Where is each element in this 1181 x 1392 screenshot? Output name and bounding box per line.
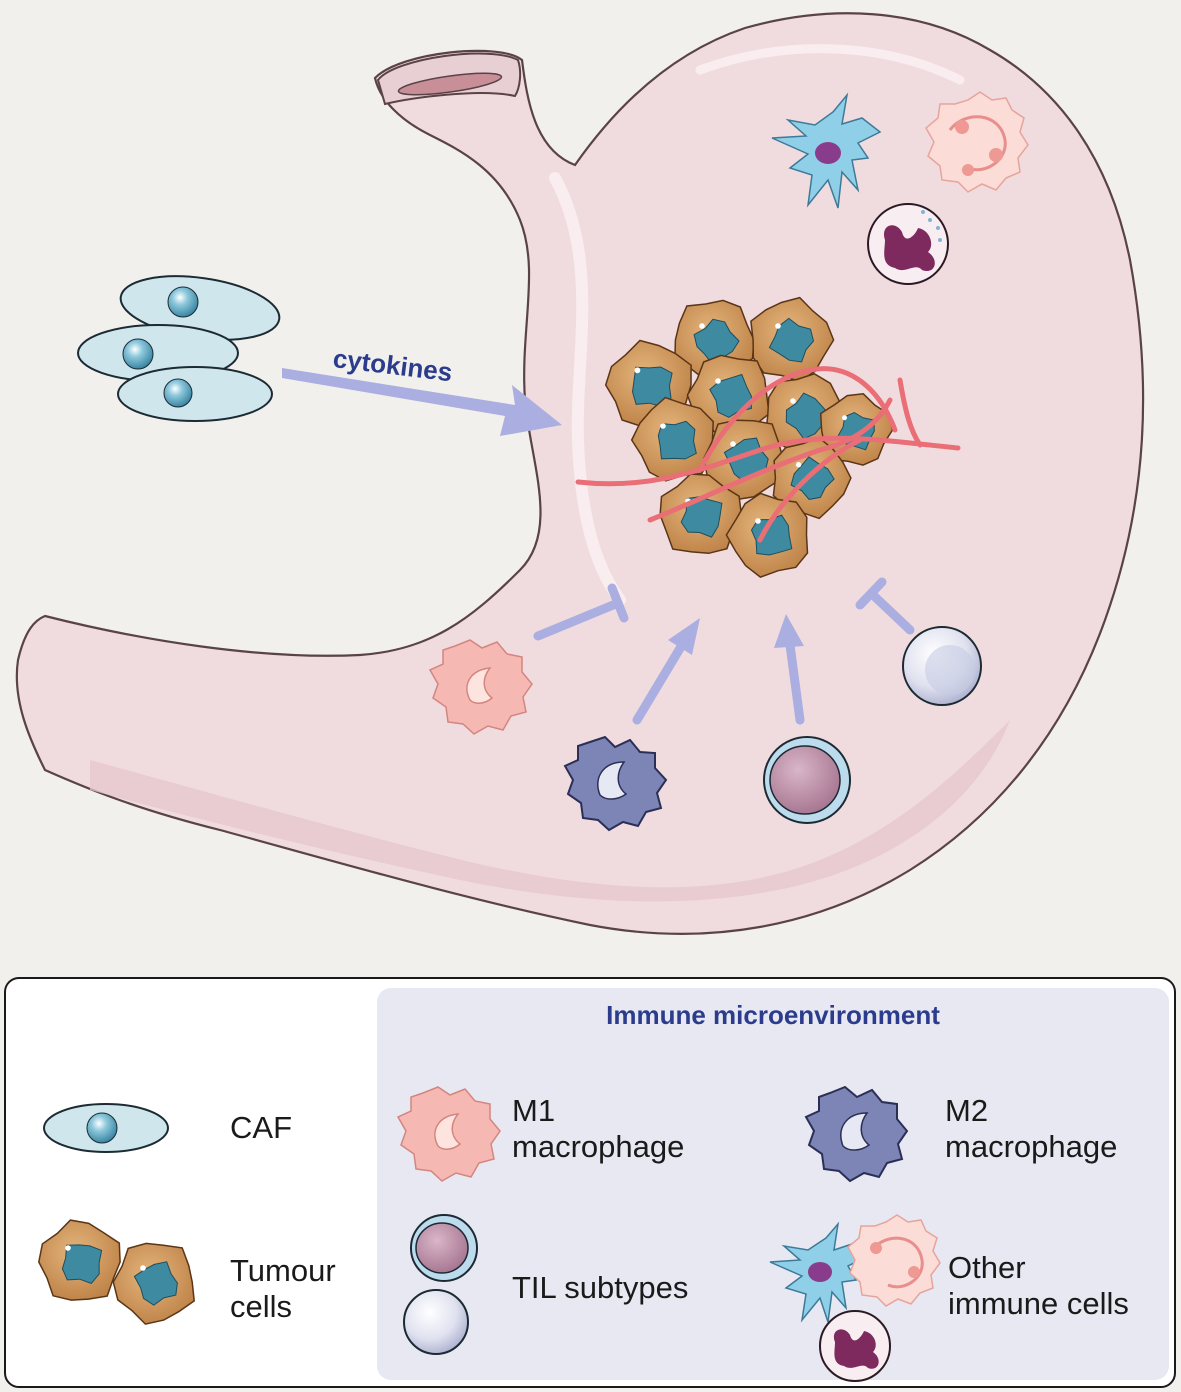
legend-tumour-label-line2: cells	[230, 1289, 293, 1324]
tumour-cell	[630, 396, 714, 482]
tumour-cell	[38, 1219, 121, 1301]
neutrophil	[867, 203, 949, 285]
stomach-lower-fold	[90, 720, 1010, 902]
legend-m2-label-line2: macrophage	[945, 1129, 1118, 1164]
legend-til-label: TIL subtypes	[512, 1270, 689, 1305]
til-activation-arrow	[774, 614, 805, 725]
m1-inhibition-arrow	[533, 583, 629, 641]
legend-box	[4, 977, 1176, 1388]
immune-microenvironment-title: Immune microenvironment	[606, 1000, 940, 1030]
cytokines-arrow	[282, 368, 562, 436]
tumour-cell	[750, 296, 835, 383]
legend-m2-label: M2 macrophage	[945, 1093, 1117, 1165]
legend-caf-icon	[43, 1103, 169, 1153]
til-cell	[763, 736, 851, 824]
legend-tumour-icon	[38, 1219, 195, 1325]
legend-m1-label-line1: M1	[512, 1093, 556, 1128]
dendritic-cell	[771, 92, 882, 209]
til-inhibition-arrow	[855, 577, 915, 635]
caf-cell	[117, 366, 273, 422]
tumour-cluster	[604, 296, 894, 578]
legend-other-immune-icon	[769, 1214, 941, 1382]
stomach-highlight	[549, 172, 626, 606]
legend-caf-label: CAF	[230, 1110, 292, 1145]
legend-tumour-label: Tumour cells	[230, 1253, 336, 1325]
stomach-illustration	[15, 12, 1145, 935]
legend-m1-label: M1 macrophage	[512, 1093, 684, 1165]
legend-m2-label-line1: M2	[945, 1093, 989, 1128]
legend-til-icon	[403, 1214, 478, 1355]
tumour-cell	[112, 1242, 195, 1325]
legend-other-immune-label-line1: Other	[948, 1250, 1026, 1285]
legend-other-immune-label-line2: immune cells	[948, 1286, 1129, 1321]
legend-m1-label-line2: macrophage	[512, 1129, 685, 1164]
caf-cell-group	[77, 275, 281, 422]
immune-microenvironment-panel	[377, 988, 1169, 1380]
oesophagus-lumen	[397, 72, 503, 96]
m1-macrophage-cell	[428, 639, 533, 735]
legend-m1-icon	[396, 1086, 501, 1182]
legend-other-immune-label: Other immune cells	[948, 1250, 1129, 1322]
blood-vessels	[575, 366, 961, 543]
m2-macrophage-cell	[563, 735, 668, 832]
tumour-cell	[725, 492, 809, 578]
legend-tumour-label-line1: Tumour	[230, 1253, 336, 1288]
legend-m2-icon	[804, 1085, 909, 1183]
m2-activation-arrow	[632, 618, 700, 725]
lymphocyte-cell	[902, 626, 982, 706]
mast-cell	[925, 91, 1029, 193]
stomach-highlight-upper	[695, 44, 965, 85]
